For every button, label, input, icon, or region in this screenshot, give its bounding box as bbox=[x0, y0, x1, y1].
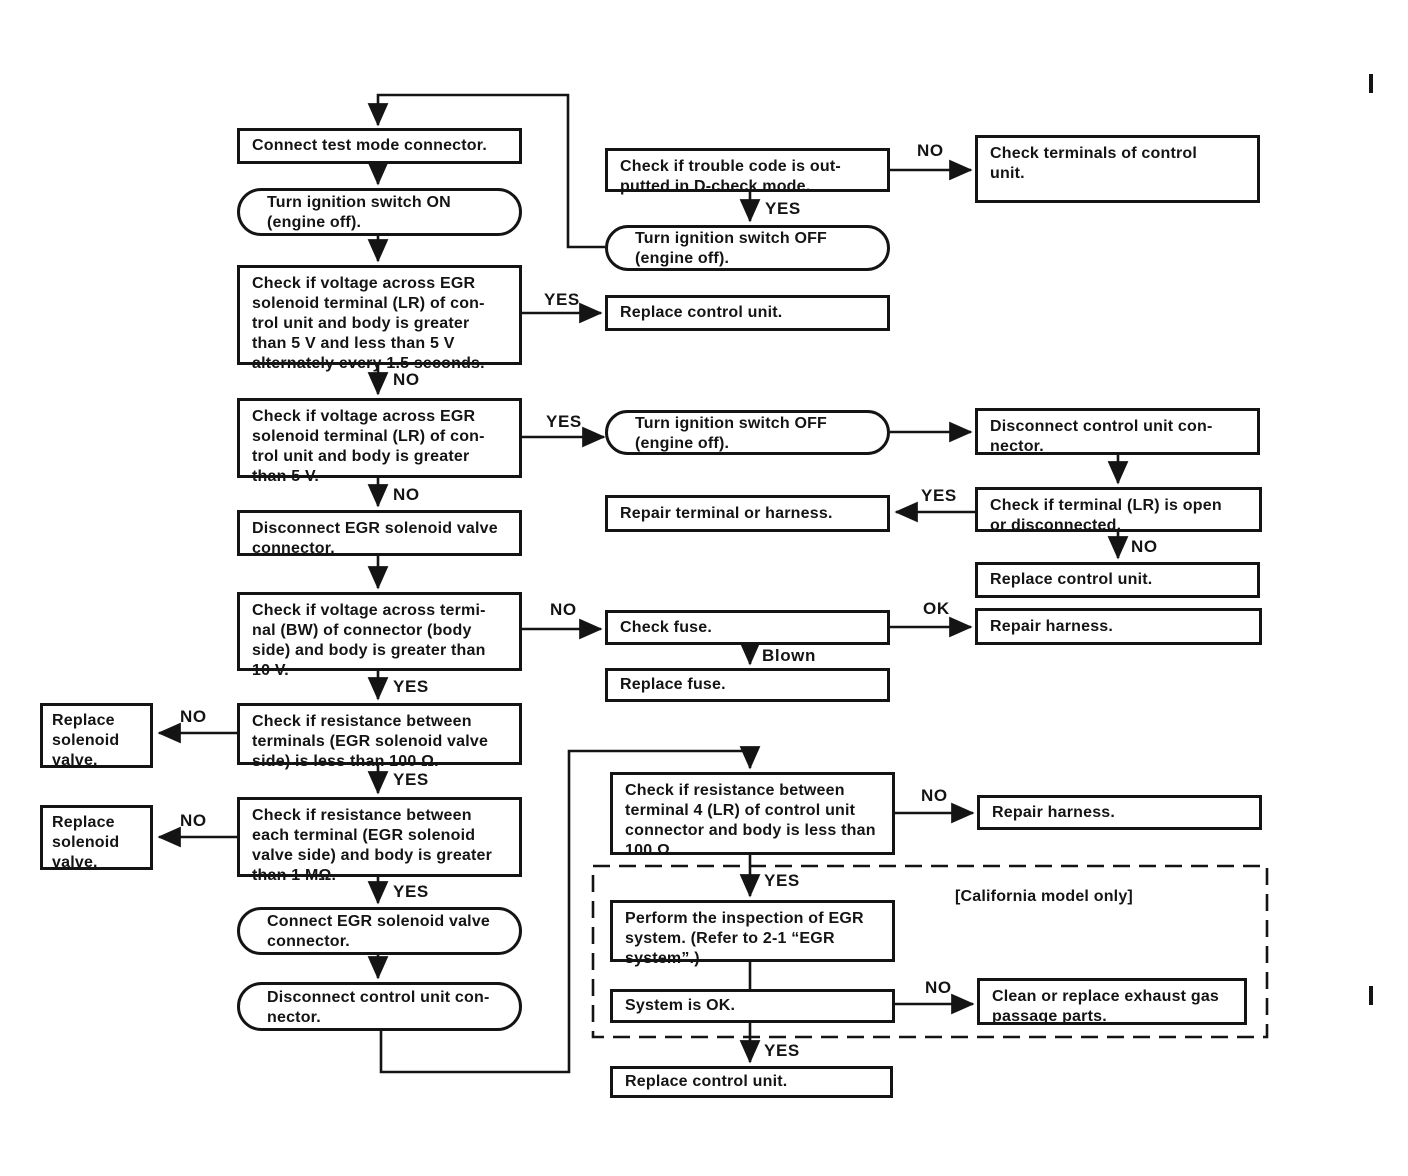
edge-label-yes: YES bbox=[764, 1041, 800, 1060]
edge-label-yes: YES bbox=[393, 882, 429, 901]
edge-label-no: NO bbox=[393, 370, 420, 389]
edge-label-no: NO bbox=[180, 707, 207, 726]
node-connect-egr-solenoid-connector: Connect EGR solenoid valve connector. bbox=[237, 907, 522, 955]
node-check-resistance-100ohm: Check if resistance between terminals (E… bbox=[237, 703, 522, 770]
node-clean-exhaust-passage: Clean or replace exhaust gas passage par… bbox=[977, 978, 1247, 1025]
node-replace-control-unit-2: Replace control unit. bbox=[975, 562, 1260, 598]
node-check-trouble-code: Check if trouble code is out- putted in … bbox=[605, 148, 890, 195]
edge-label-yes: YES bbox=[393, 770, 429, 789]
node-perform-egr-inspection: Perform the inspection of EGR system. (R… bbox=[610, 900, 895, 967]
node-replace-fuse: Replace fuse. bbox=[605, 668, 890, 702]
node-check-terminals-of-control-unit: Check terminals of control unit. bbox=[975, 135, 1260, 203]
edge-label-no: NO bbox=[393, 485, 420, 504]
node-check-fuse: Check fuse. bbox=[605, 610, 890, 645]
node-check-terminal-lr-open: Check if terminal (LR) is open or discon… bbox=[975, 487, 1262, 534]
node-disconnect-egr-solenoid-connector: Disconnect EGR solenoid valve connector. bbox=[237, 510, 522, 557]
node-replace-control-unit-1: Replace control unit. bbox=[605, 295, 890, 331]
node-turn-ignition-off-1: Turn ignition switch OFF (engine off). bbox=[605, 225, 890, 271]
california-model-only-note: [California model only] bbox=[955, 888, 1133, 905]
node-check-voltage-alternating: Check if voltage across EGR solenoid ter… bbox=[237, 265, 522, 372]
edge-label-no: NO bbox=[917, 141, 944, 160]
node-repair-harness-1: Repair harness. bbox=[975, 608, 1262, 645]
node-check-voltage-bw-10v: Check if voltage across termi- nal (BW) … bbox=[237, 592, 522, 679]
node-replace-control-unit-3: Replace control unit. bbox=[610, 1066, 893, 1098]
node-replace-solenoid-valve-1: Replace solenoid valve. bbox=[40, 703, 153, 769]
edge-label-no: NO bbox=[921, 786, 948, 805]
scan-artifact-tick bbox=[1369, 74, 1373, 93]
edge-label-no: NO bbox=[1131, 537, 1158, 556]
node-turn-ignition-on: Turn ignition switch ON (engine off). bbox=[237, 188, 522, 236]
node-repair-terminal-or-harness: Repair terminal or harness. bbox=[605, 495, 890, 532]
node-disconnect-control-unit-rect: Disconnect control unit con- nector. bbox=[975, 408, 1260, 455]
edge-label-ok: OK bbox=[923, 599, 950, 618]
edge-label-yes: YES bbox=[393, 677, 429, 696]
scan-artifact-tick bbox=[1369, 986, 1373, 1005]
edge-label-yes: YES bbox=[544, 290, 580, 309]
node-check-resistance-terminal4: Check if resistance between terminal 4 (… bbox=[610, 772, 895, 859]
edge-label-no: NO bbox=[180, 811, 207, 830]
edge-label-yes: YES bbox=[765, 199, 801, 218]
node-connect-test-mode-connector: Connect test mode connector. bbox=[237, 128, 522, 164]
node-check-voltage-greater-5v: Check if voltage across EGR solenoid ter… bbox=[237, 398, 522, 485]
node-disconnect-control-unit-rounded: Disconnect control unit con- nector. bbox=[237, 982, 522, 1031]
edge-label-yes: YES bbox=[546, 412, 582, 431]
edge-label-yes: YES bbox=[764, 871, 800, 890]
node-turn-ignition-off-2: Turn ignition switch OFF (engine off). bbox=[605, 410, 890, 455]
edge-label-no: NO bbox=[550, 600, 577, 619]
node-replace-solenoid-valve-2: Replace solenoid valve. bbox=[40, 805, 153, 871]
edge-label-blown: Blown bbox=[762, 646, 816, 665]
node-system-is-ok: System is OK. bbox=[610, 989, 895, 1023]
edge-label-yes: YES bbox=[921, 486, 957, 505]
node-repair-harness-2: Repair harness. bbox=[977, 795, 1262, 830]
edge-label-no: NO bbox=[925, 978, 952, 997]
node-check-resistance-1mohm: Check if resistance between each termina… bbox=[237, 797, 522, 884]
